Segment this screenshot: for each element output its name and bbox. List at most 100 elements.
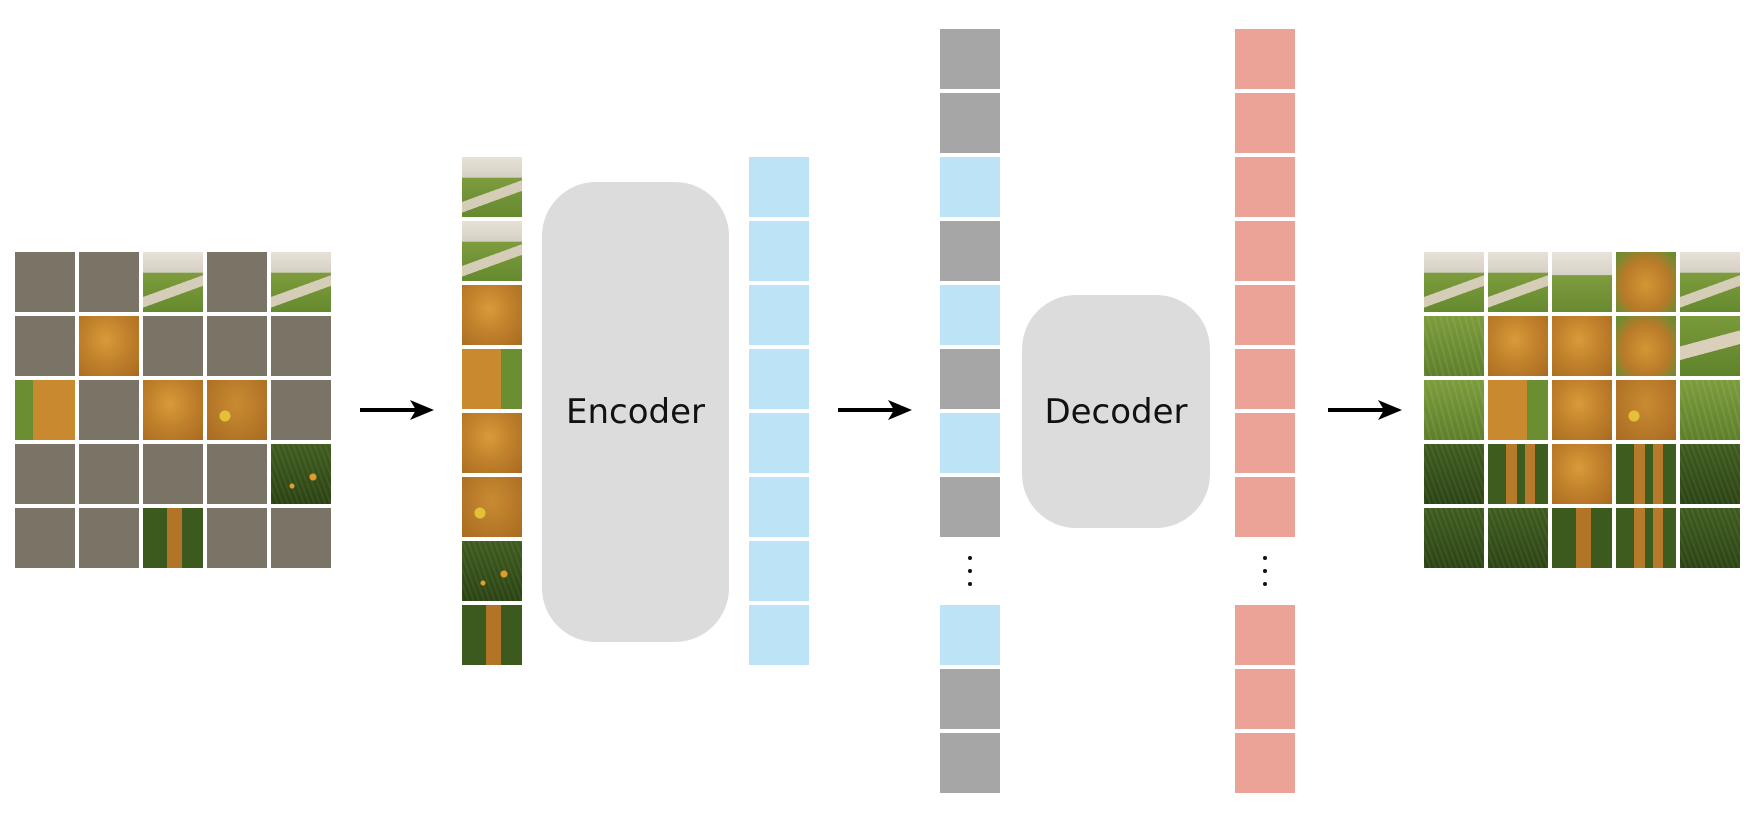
encoded-token	[749, 605, 809, 665]
encoded-token	[749, 285, 809, 345]
ellipsis-dot	[1263, 582, 1267, 586]
visible-patch	[462, 221, 522, 281]
mask-token	[940, 669, 1000, 729]
masked-patch	[207, 316, 267, 376]
masked-patch	[207, 252, 267, 312]
mask-token	[940, 221, 1000, 281]
decoder-output-token	[1235, 29, 1295, 89]
decoder-block: Decoder	[1022, 295, 1210, 528]
visible-patch	[462, 605, 522, 665]
masked-patch	[271, 508, 331, 568]
masked-patch	[79, 380, 139, 440]
masked-input-image-grid	[15, 252, 331, 568]
ellipsis-dot	[1263, 556, 1267, 560]
decoder-label: Decoder	[1044, 391, 1188, 432]
encoded-token	[749, 349, 809, 409]
visible-patch	[79, 316, 139, 376]
ellipsis-dot	[968, 556, 972, 560]
masked-patch	[143, 444, 203, 504]
reconstructed-patch	[1680, 508, 1740, 568]
arrow-head	[888, 400, 912, 420]
visible-patch	[462, 349, 522, 409]
masked-patch	[271, 316, 331, 376]
encoded-token	[940, 285, 1000, 345]
arrow-right-icon	[358, 398, 436, 427]
reconstructed-patch	[1552, 508, 1612, 568]
reconstructed-patch	[1424, 508, 1484, 568]
arrow-shape	[1328, 400, 1402, 420]
masked-patch	[79, 252, 139, 312]
reconstructed-image-grid	[1424, 252, 1740, 568]
encoded-token	[940, 157, 1000, 217]
mask-token	[940, 29, 1000, 89]
visible-patch	[462, 285, 522, 345]
encoded-token	[749, 477, 809, 537]
visible-patches-column	[462, 157, 522, 665]
decoder-output-token	[1235, 605, 1295, 665]
reconstructed-patch	[1680, 380, 1740, 440]
decoder-output-token	[1235, 93, 1295, 153]
encoded-token	[749, 157, 809, 217]
encoded-token	[749, 541, 809, 601]
decoder-output-token	[1235, 349, 1295, 409]
masked-patch	[15, 444, 75, 504]
reconstructed-patch	[1488, 316, 1548, 376]
reconstructed-patch	[1616, 316, 1676, 376]
reconstructed-patch	[1680, 252, 1740, 312]
reconstructed-patch	[1424, 380, 1484, 440]
reconstructed-patch	[1616, 508, 1676, 568]
visible-patch	[143, 508, 203, 568]
mask-token	[940, 93, 1000, 153]
reconstructed-patch	[1552, 252, 1612, 312]
visible-patch	[462, 541, 522, 601]
masked-patch	[79, 508, 139, 568]
reconstructed-patch	[1616, 444, 1676, 504]
masked-patch	[79, 444, 139, 504]
reconstructed-patch	[1552, 444, 1612, 504]
visible-patch	[271, 444, 331, 504]
masked-patch	[15, 252, 75, 312]
visible-patch	[207, 380, 267, 440]
ellipsis-dot	[1263, 569, 1267, 573]
decoder-input-sequence-column	[940, 29, 1000, 793]
encoded-token	[940, 413, 1000, 473]
arrow-right-icon	[1326, 398, 1404, 427]
ellipsis-icon	[940, 541, 1000, 601]
masked-patch	[143, 316, 203, 376]
arrow-shape	[838, 400, 912, 420]
encoded-token	[749, 413, 809, 473]
ellipsis-dot	[968, 569, 972, 573]
reconstructed-patch	[1680, 316, 1740, 376]
visible-patch	[15, 380, 75, 440]
visible-patch	[462, 477, 522, 537]
reconstructed-patch	[1488, 508, 1548, 568]
visible-patch	[143, 380, 203, 440]
decoder-output-token	[1235, 477, 1295, 537]
ellipsis-icon	[1235, 541, 1295, 601]
encoded-tokens-column	[749, 157, 809, 665]
arrow-head	[1378, 400, 1402, 420]
arrow-head	[410, 400, 434, 420]
masked-patch	[15, 316, 75, 376]
mask-token	[940, 349, 1000, 409]
encoded-token	[749, 221, 809, 281]
encoder-block: Encoder	[542, 182, 729, 642]
masked-patch	[15, 508, 75, 568]
reconstructed-patch	[1424, 316, 1484, 376]
reconstructed-patch	[1616, 252, 1676, 312]
masked-patch	[207, 508, 267, 568]
reconstructed-patch	[1424, 252, 1484, 312]
reconstructed-patch	[1488, 252, 1548, 312]
reconstructed-patch	[1616, 380, 1676, 440]
arrow-right-icon	[836, 398, 914, 427]
decoder-output-token	[1235, 413, 1295, 473]
visible-patch	[271, 252, 331, 312]
decoder-output-token	[1235, 733, 1295, 793]
reconstructed-patch	[1552, 380, 1612, 440]
decoder-output-token	[1235, 285, 1295, 345]
reconstructed-patch	[1424, 444, 1484, 504]
ellipsis-dot	[968, 582, 972, 586]
masked-patch	[207, 444, 267, 504]
visible-patch	[462, 157, 522, 217]
